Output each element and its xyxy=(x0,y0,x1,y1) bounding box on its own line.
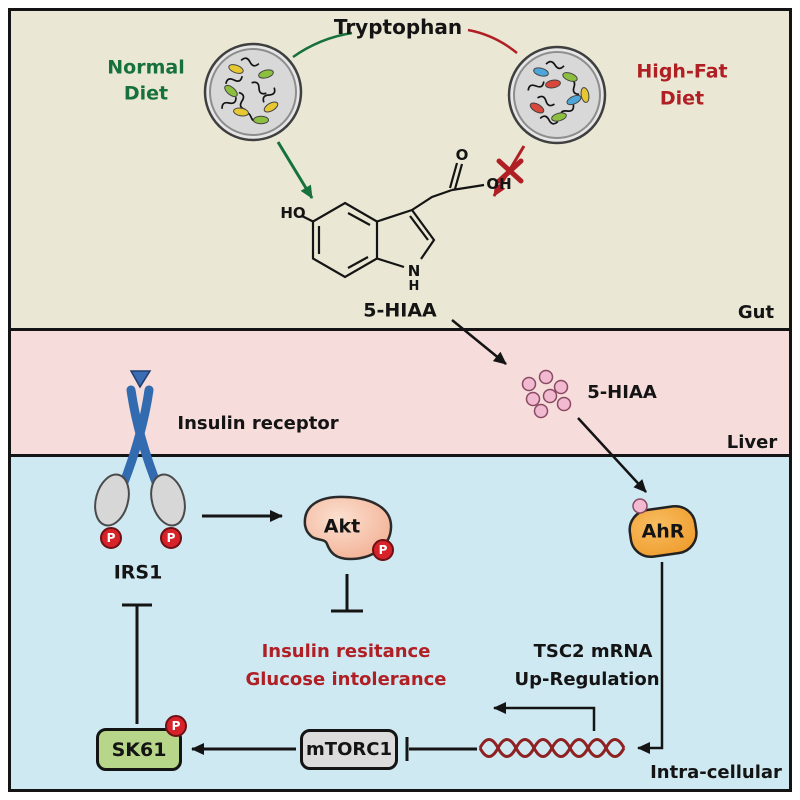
gut-section-label: Gut xyxy=(737,302,775,324)
insulin-resistance-label: Insulin resitance xyxy=(261,641,431,663)
tryptophan-label: Tryptophan xyxy=(333,15,463,39)
normal-diet-label-line2: Diet xyxy=(123,82,169,105)
phospho-badge-sk61: P xyxy=(165,715,187,737)
hiaa-gut-label: 5-HIAA xyxy=(363,299,437,322)
normal-diet-label-line1: Normal xyxy=(107,56,185,79)
liver-section xyxy=(11,331,789,457)
irs1-label: IRS1 xyxy=(113,561,163,584)
gut-section xyxy=(11,11,789,331)
high-fat-diet-label-line2: Diet xyxy=(659,87,705,110)
tsc2-mrna-label: TSC2 mRNA xyxy=(533,641,653,663)
phospho-badge-irs1-right: P xyxy=(160,527,182,549)
molecule-oh-label: OH xyxy=(486,174,512,193)
intracellular-section-label: Intra-cellular xyxy=(650,762,782,784)
up-regulation-label: Up-Regulation xyxy=(514,669,660,691)
liver-section-label: Liver xyxy=(726,432,778,454)
molecule-o-label: O xyxy=(455,145,469,164)
mtorc1-label: mTORC1 xyxy=(306,739,392,760)
molecule-ho-label: HO xyxy=(280,203,306,222)
molecule-n-label: N xyxy=(407,261,421,280)
ahr-label: AhR xyxy=(641,520,685,543)
akt-label: Akt xyxy=(323,515,361,538)
phospho-badge-akt: P xyxy=(372,539,394,561)
sk61-node: SK61 xyxy=(96,728,182,771)
hiaa-liver-label: 5-HIAA xyxy=(587,382,657,404)
sk61-label: SK61 xyxy=(111,738,167,761)
mtorc1-node: mTORC1 xyxy=(300,729,398,770)
insulin-receptor-label: Insulin receptor xyxy=(177,413,339,435)
molecule-h-label: H xyxy=(408,278,420,294)
glucose-intolerance-label: Glucose intolerance xyxy=(245,669,447,691)
phospho-badge-irs1-left: P xyxy=(100,527,122,549)
high-fat-diet-label-line1: High-Fat xyxy=(636,60,728,83)
